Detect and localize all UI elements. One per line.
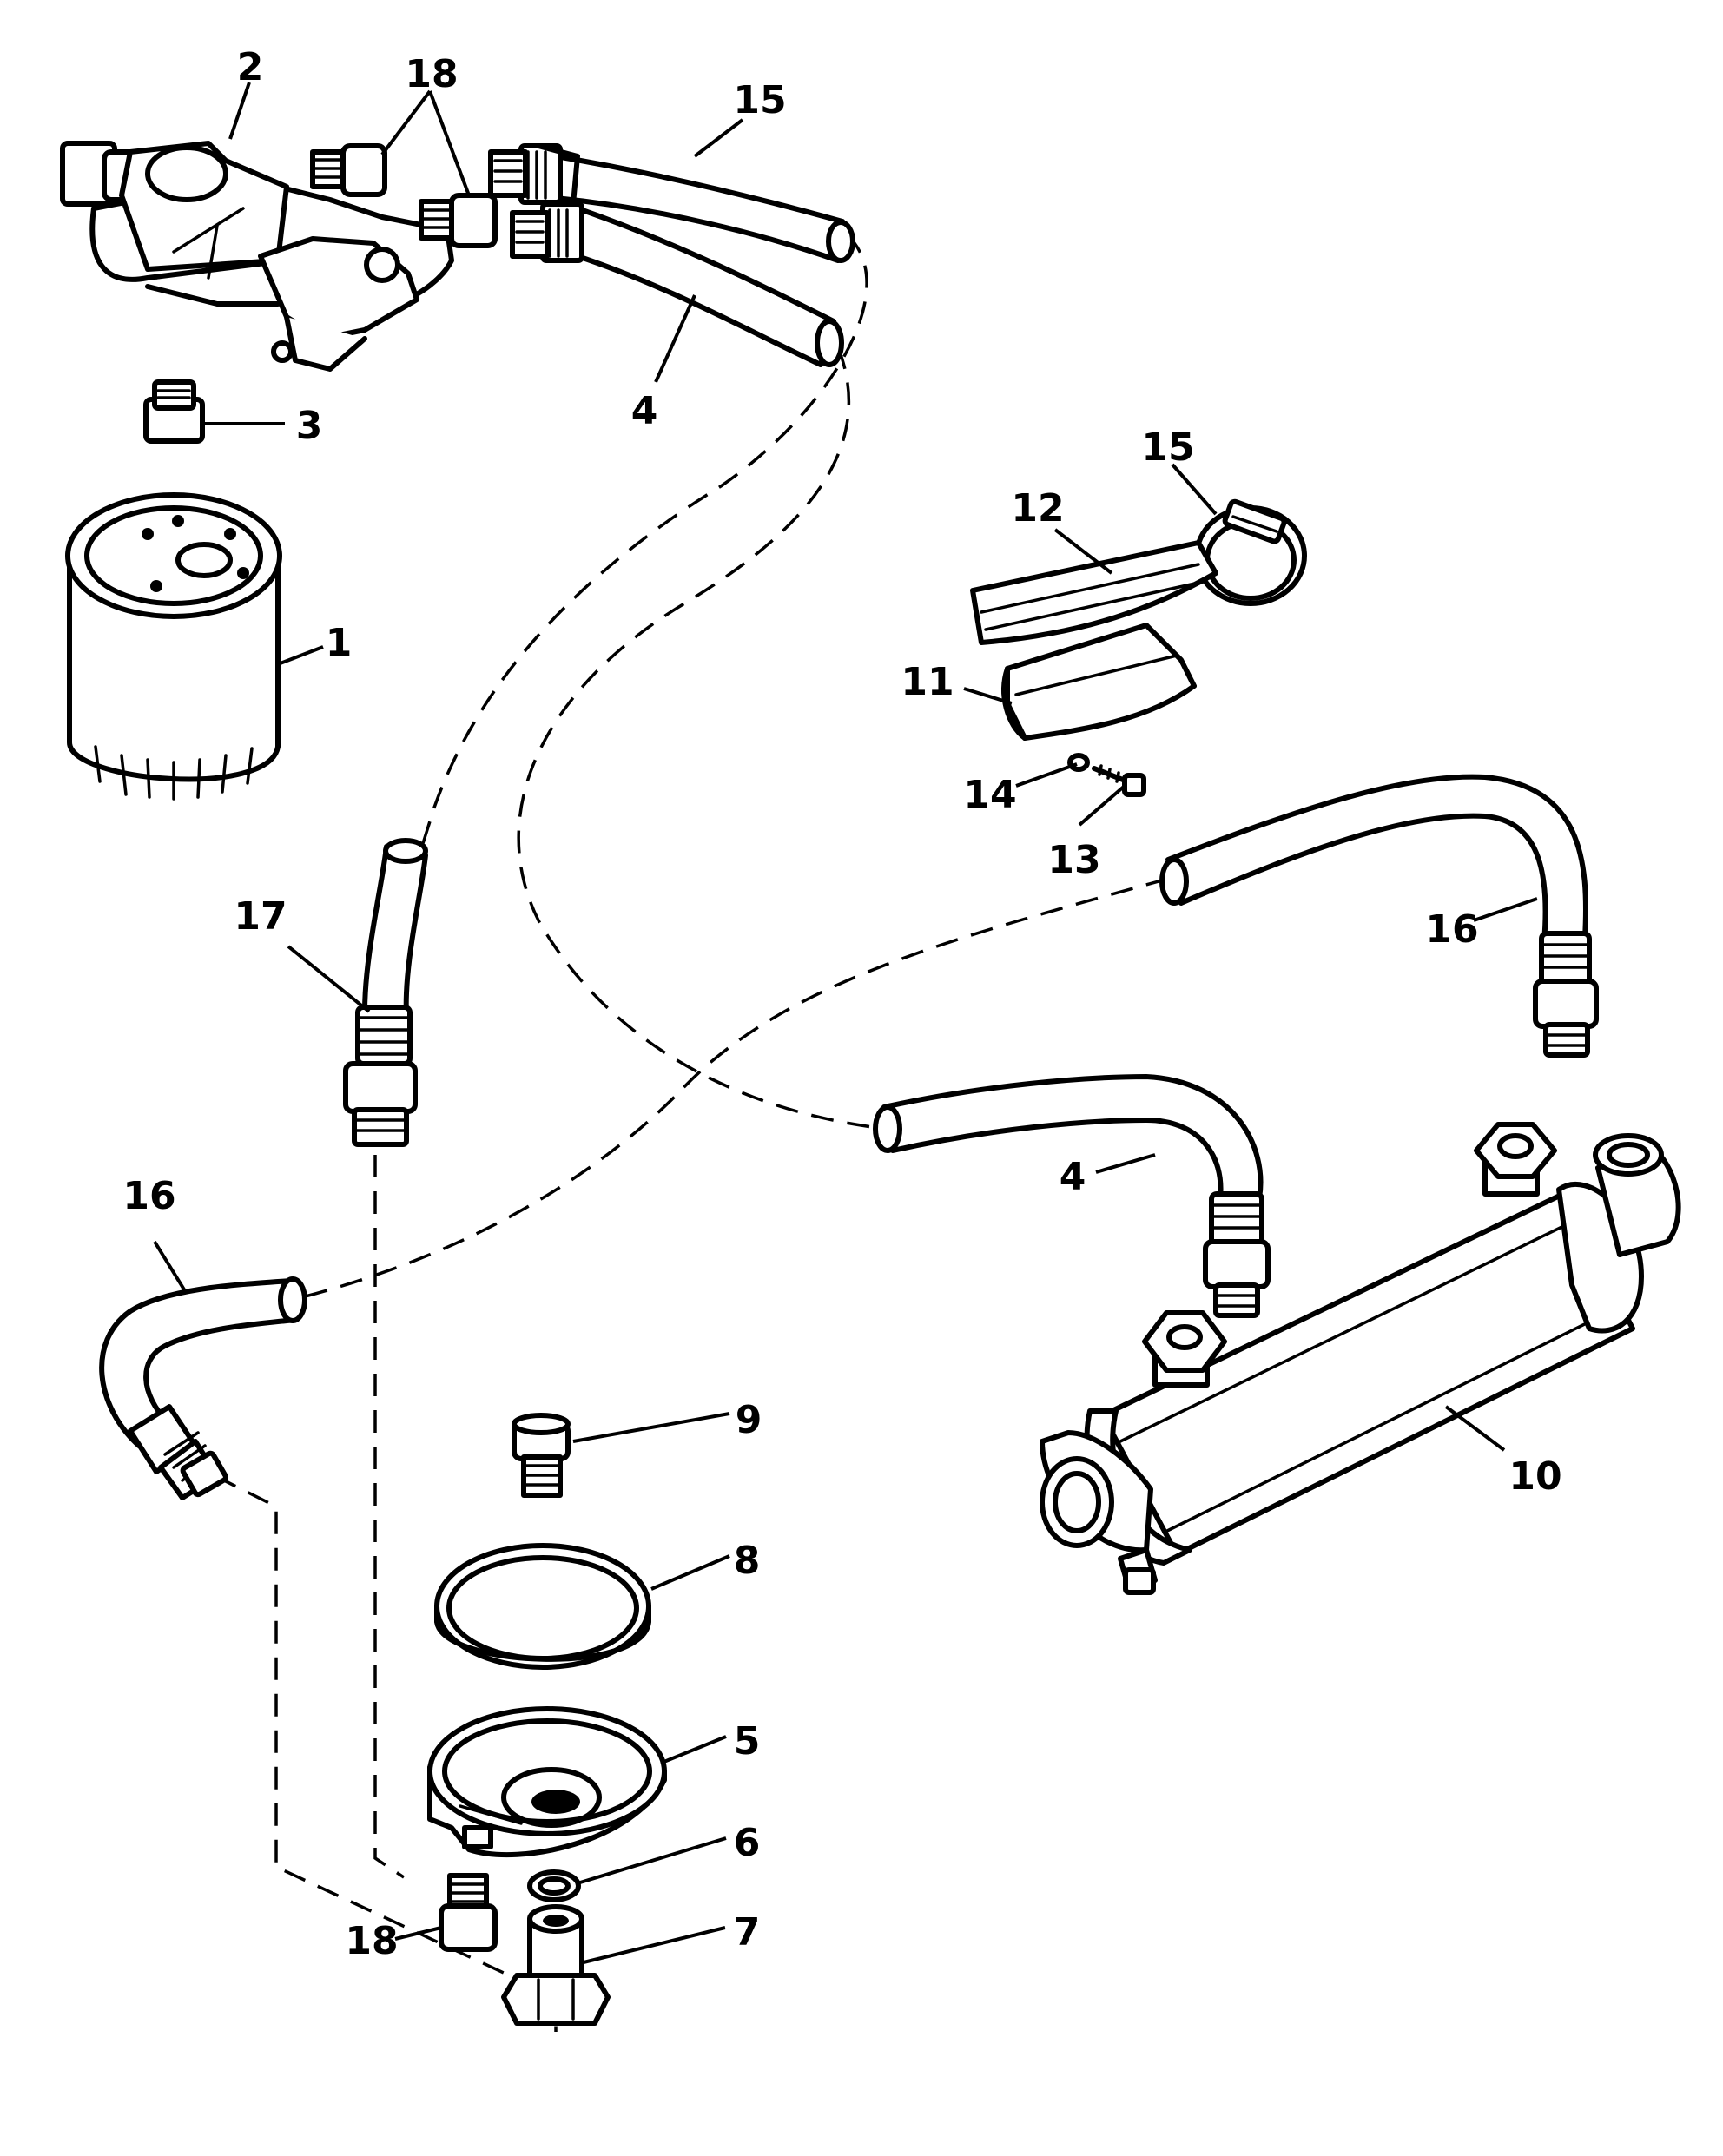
callout-6: 6 (734, 1821, 761, 1865)
filter-mount-5 (427, 1706, 667, 1857)
leader-lines (153, 82, 1538, 1964)
fitting-18-lower (439, 1873, 498, 1952)
callout-18-upper: 18 (405, 52, 458, 96)
shield-half-12 (970, 540, 1218, 645)
sealing-ring-8 (434, 1543, 651, 1670)
callout-10: 10 (1508, 1454, 1561, 1499)
shield-half-11 (1001, 623, 1197, 741)
callout-4-upper: 4 (631, 389, 658, 433)
oil-cooler (1040, 1122, 1681, 1595)
callout-16-right: 16 (1425, 907, 1478, 952)
callout-14: 14 (963, 773, 1016, 817)
hose-15-upper (488, 143, 855, 263)
callout-2: 2 (237, 45, 264, 89)
callout-12: 12 (1011, 486, 1064, 531)
oil-filter (65, 492, 282, 801)
callout-7: 7 (734, 1910, 761, 1955)
callout-5: 5 (734, 1719, 761, 1764)
adapter-fitting-3 (143, 379, 205, 444)
hose-4-upper (510, 201, 844, 367)
callout-1: 1 (326, 621, 353, 665)
screw-13 (1092, 764, 1146, 797)
callout-15-upper: 15 (733, 78, 786, 122)
callout-15-clamp: 15 (1141, 425, 1194, 470)
callout-17: 17 (234, 894, 287, 939)
callout-8: 8 (734, 1539, 761, 1583)
fitting-18-upper-b (419, 193, 498, 248)
o-ring-6 (527, 1869, 581, 1902)
callout-3: 3 (296, 404, 323, 448)
callout-11: 11 (901, 660, 954, 704)
filter-adapter-bracket (60, 141, 454, 372)
adapter-fitting-9 (512, 1413, 571, 1498)
callout-13: 13 (1047, 838, 1100, 882)
center-bolt-7 (501, 1904, 611, 2026)
hose-4-lower (873, 1074, 1271, 1318)
callout-9: 9 (736, 1398, 762, 1442)
callout-4-lower: 4 (1060, 1155, 1086, 1199)
callout-labels: 2 18 15 4 3 1 15 12 11 14 13 17 16 4 16 … (122, 45, 1561, 1963)
hose-16-right (1159, 774, 1599, 1058)
hose-17 (343, 838, 428, 1147)
hose-clamp-15 (1194, 498, 1307, 606)
callout-16-left: 16 (122, 1174, 175, 1218)
fitting-18-upper-a (310, 143, 387, 197)
hose-16-left (99, 1276, 307, 1500)
callout-18-lower: 18 (345, 1919, 398, 1963)
